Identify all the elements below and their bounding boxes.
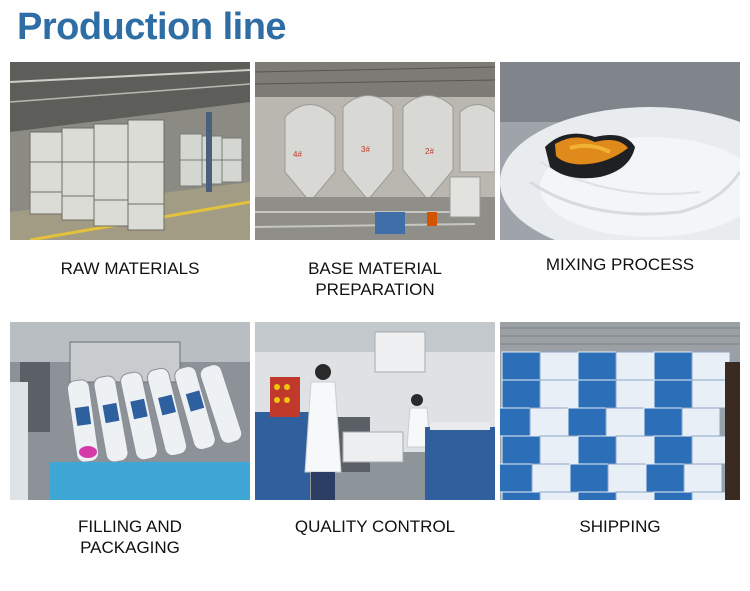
page-title: Production line — [17, 6, 287, 48]
tank-number: 3# — [361, 145, 370, 154]
step-label-quality-control: QUALITY CONTROL — [294, 517, 456, 536]
step-label-shipping: SHIPPING — [579, 517, 661, 536]
silo-tanks-photo: 4# 3# 2# — [255, 62, 495, 240]
step-label-base-material-preparation: BASE MATERIAL PREPARATION — [308, 259, 442, 299]
tank-number: 4# — [293, 150, 302, 159]
lab-technicians-photo — [255, 322, 495, 500]
tank-number: 2# — [425, 147, 434, 156]
warehouse-totes-photo — [10, 62, 250, 240]
step-label-raw-materials: RAW MATERIALS — [60, 259, 200, 278]
boxes-in-container-photo — [500, 322, 740, 500]
cartridge-filling-photo — [10, 322, 250, 500]
mixing-vat-photo — [500, 62, 740, 240]
step-label-filling-and-packaging: FILLING AND PACKAGING — [78, 517, 182, 557]
step-label-mixing-process: MIXING PROCESS — [545, 255, 695, 274]
